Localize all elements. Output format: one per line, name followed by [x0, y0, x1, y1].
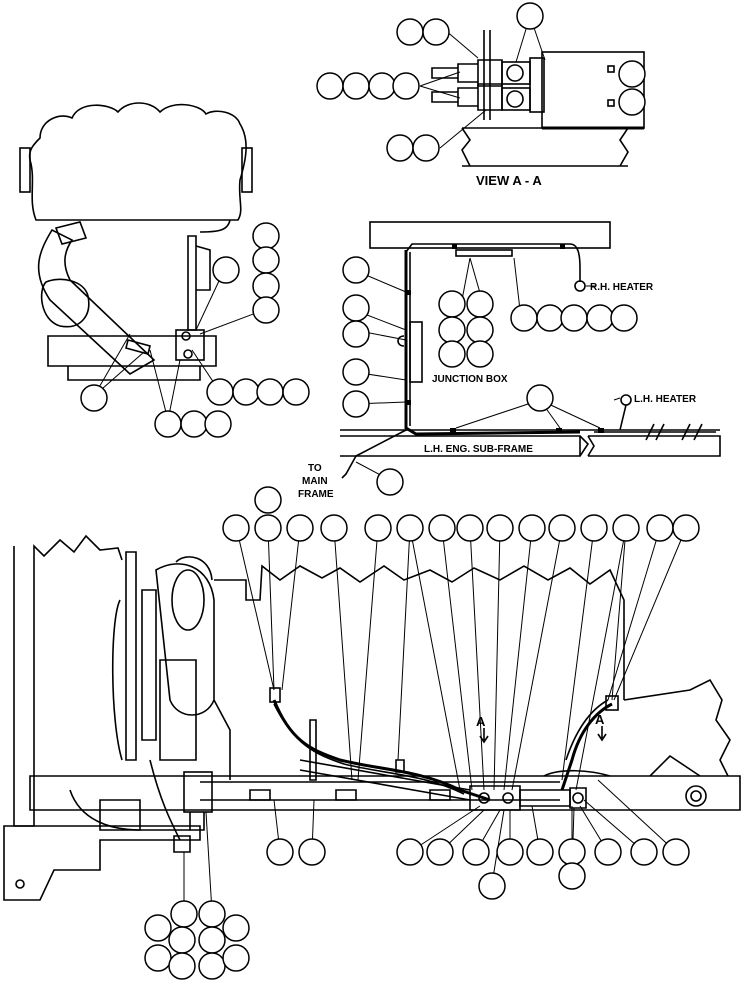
- subframe-label: L.H. ENG. SUB-FRAME: [424, 444, 533, 455]
- section-arrow-a-right: A: [595, 712, 605, 727]
- junction-box-label: JUNCTION BOX: [432, 374, 508, 385]
- main-frame-view: A A: [3, 525, 741, 913]
- view-a-a-detail: VIEW A - A: [419, 15, 645, 188]
- lh-heater-label: L.H. HEATER: [634, 394, 697, 405]
- view-a-a-title: VIEW A - A: [476, 173, 542, 188]
- to-main-frame-label-2: MAIN: [302, 476, 328, 487]
- reference-balloons: [80, 2, 700, 980]
- rh-heater-label: R.H. HEATER: [590, 282, 654, 293]
- to-main-frame-label-3: FRAME: [298, 489, 334, 500]
- to-main-frame-label-1: TO: [308, 463, 322, 474]
- heater-wiring-view: JUNCTION BOX R.H. HEATER L.H. HEATER L.H…: [298, 221, 721, 500]
- section-arrow-a-left: A: [476, 714, 486, 729]
- engine-side-view: [19, 102, 265, 421]
